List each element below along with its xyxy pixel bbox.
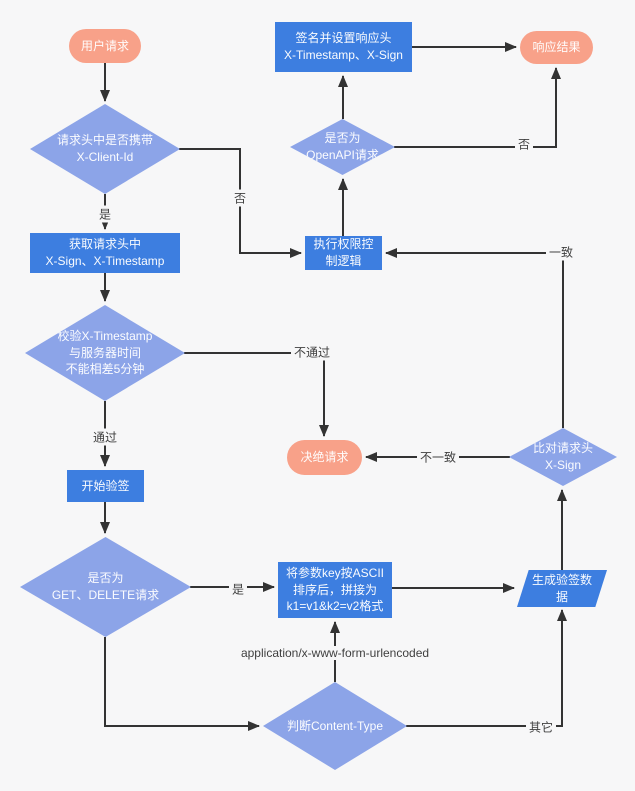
edge-label-form-urlencoded: application/x-www-form-urlencoded: [237, 646, 433, 660]
node-sort-params: 将参数key按ASCII 排序后，拼接为 k1=v1&k2=v2格式: [278, 562, 392, 618]
node-exec-permission: 执行权限控 制逻辑: [305, 236, 382, 270]
edge-label-yes-client-id: 是: [95, 205, 115, 223]
edge-label-no-client-id: 否: [230, 189, 250, 207]
edge-label-yes-get-delete: 是: [228, 580, 248, 598]
edge-label-fail: 不通过: [290, 343, 334, 361]
node-start-verify: 开始验签: [67, 470, 144, 502]
edge-label-no-openapi: 否: [514, 135, 534, 153]
edge-label-other: 其它: [525, 718, 557, 736]
edge-label-match: 一致: [545, 243, 577, 261]
edge-label-mismatch: 不一致: [416, 448, 460, 466]
node-get-headers: 获取请求头中 X-Sign、X-Timestamp: [30, 233, 180, 273]
node-sign-response: 签名并设置响应头 X-Timestamp、X-Sign: [275, 22, 412, 72]
node-user-request: 用户请求: [69, 29, 141, 63]
node-response-result: 响应结果: [520, 31, 593, 64]
edge-label-pass: 通过: [89, 428, 121, 446]
node-reject-request: 决绝请求: [287, 440, 362, 475]
node-generate-sign-data: 生成验签数 据: [517, 570, 607, 607]
